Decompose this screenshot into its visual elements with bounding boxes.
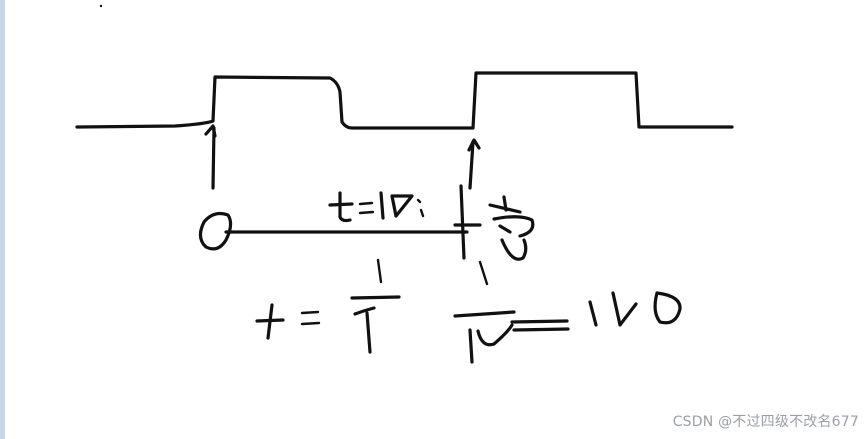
frequency-formula-right [453, 260, 682, 364]
stray-dot [99, 4, 103, 8]
square-wave-signal [75, 71, 734, 130]
frequency-formula-left [255, 258, 401, 354]
window-edge-strip [0, 0, 5, 439]
rising-edge-arrow-2 [467, 138, 481, 190]
period-label-handwriting [328, 184, 535, 261]
csdn-watermark: CSDN @不过四级不改名677 [672, 414, 859, 430]
rising-edge-arrow-1 [204, 124, 217, 190]
